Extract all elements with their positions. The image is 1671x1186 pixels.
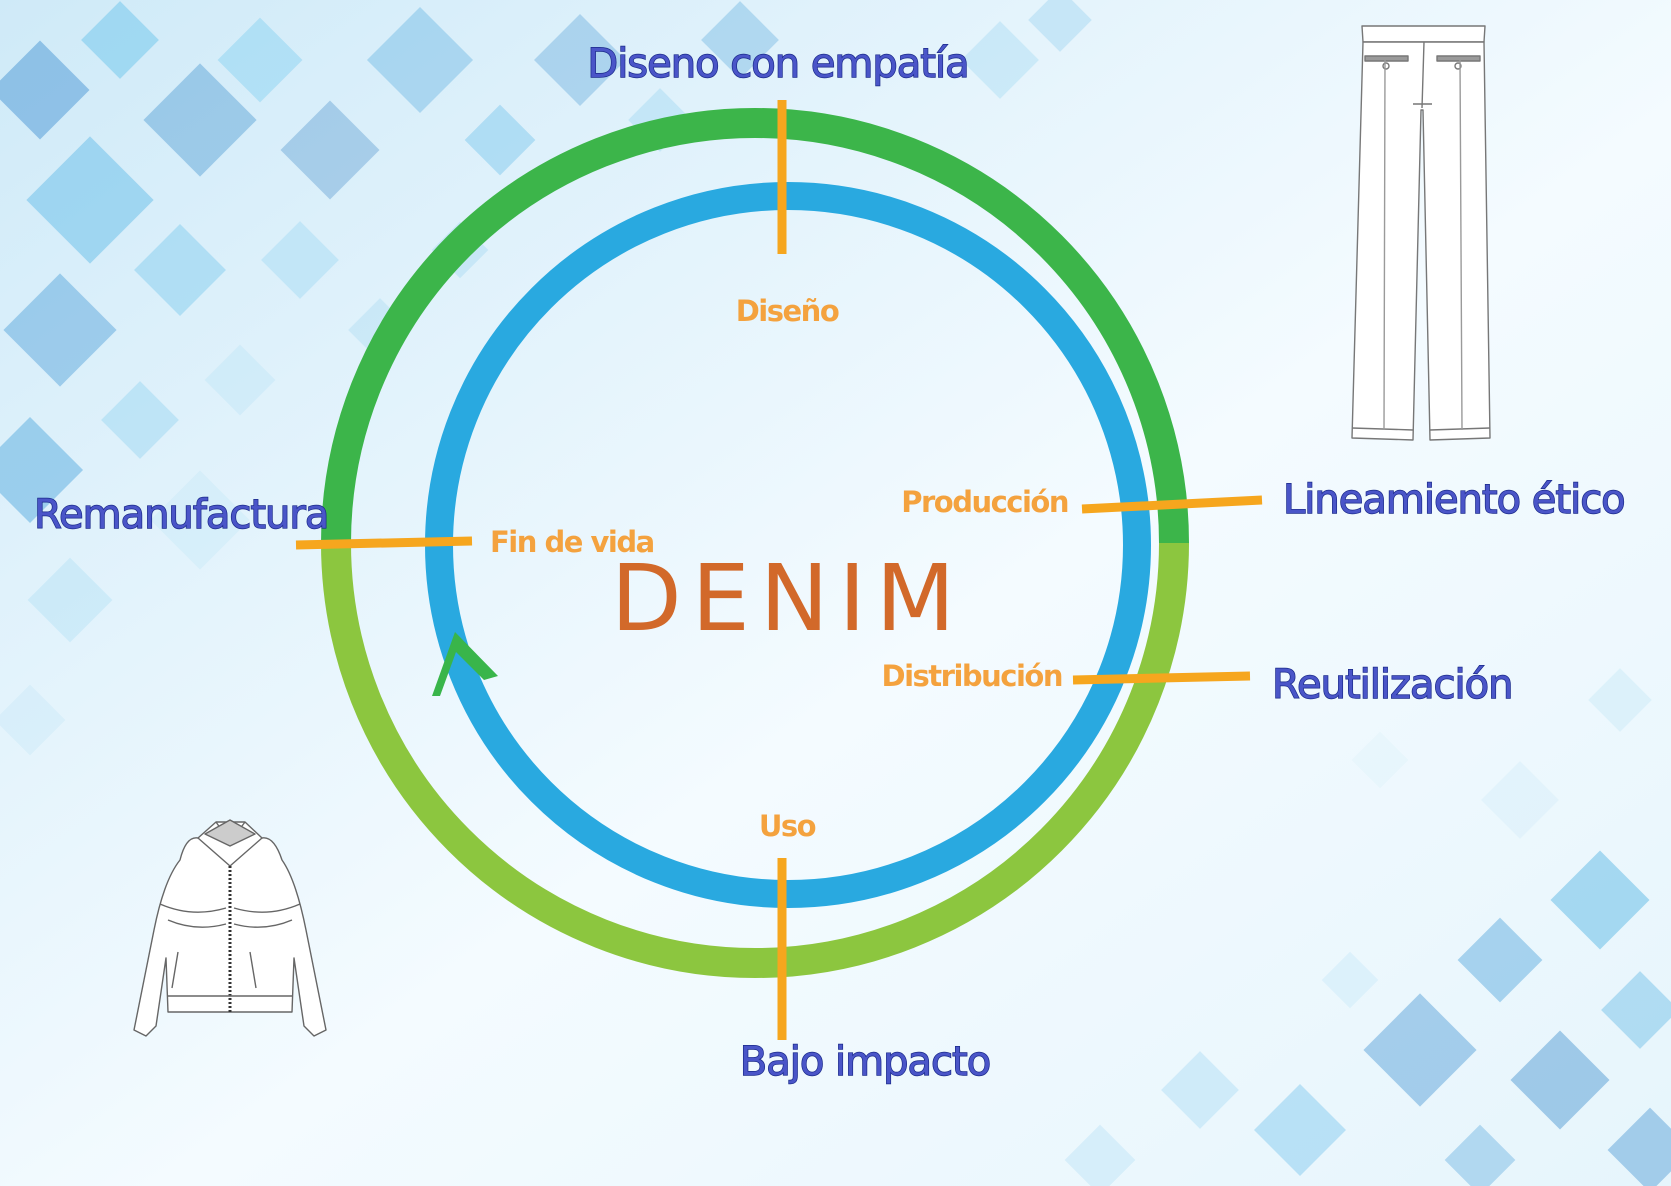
background-diamond-tile [101,381,179,459]
background-diamond-tile [1510,1030,1610,1130]
jacket-sketch-icon [133,819,327,1037]
spoke-produccion [1081,495,1263,514]
background-diamond-tile [1064,1124,1136,1186]
spoke-distribucion [1072,671,1251,685]
background-diamond-tile [134,224,226,316]
outer-label-remanufactura: Remanufactura [34,492,328,538]
background-diamond-tile [27,557,113,643]
background-diamond-tile [961,21,1039,99]
background-diamond-tile [1254,1084,1346,1176]
background-diamond-tile [81,1,159,79]
spokes [295,100,1263,1040]
spoke-fin-de-vida [295,536,473,550]
background-diamond-tile [1481,761,1559,839]
background-diamond-tile [150,470,250,570]
outer-label-diseno-con-empatia: Diseno con empatía [587,41,968,87]
background-diamond-tile [1588,668,1652,732]
background-diamond-tile [1444,1124,1516,1186]
background-diamond-tile [701,1,779,79]
background-diamond-tile [143,63,257,177]
background-diamond-tile [204,344,276,416]
outer-ring-bottom [321,542,1189,978]
background-diamond-tile [534,14,626,106]
outer-label-reutilizacion: Reutilización [1272,662,1512,708]
stage-label-distribucion: Distribución [882,659,1062,693]
stage-label-diseno: Diseño [736,294,839,328]
stage-label-fin-de-vida: Fin de vida [490,525,654,559]
trousers-sketch-icon [1351,25,1491,441]
background-diamond-tile [1161,1051,1239,1129]
background-diamond-tile [261,221,339,299]
background-diamond-tile [1550,850,1650,950]
background-diamond-tile [3,273,117,387]
cycle-arrow-icon [432,632,498,696]
outer-label-bajo-impacto: Bajo impacto [740,1039,990,1085]
background-diamond-tile [1601,971,1671,1049]
background-diamond-tile [1321,951,1379,1009]
background-diamond-tile [1351,731,1409,789]
outer-ring-top [321,108,1189,544]
stage-label-produccion: Producción [901,485,1068,519]
stage-label-uso: Uso [759,809,816,843]
center-title: DENIM [611,545,965,652]
outer-label-lineamiento-etico: Lineamiento ético [1283,477,1625,523]
